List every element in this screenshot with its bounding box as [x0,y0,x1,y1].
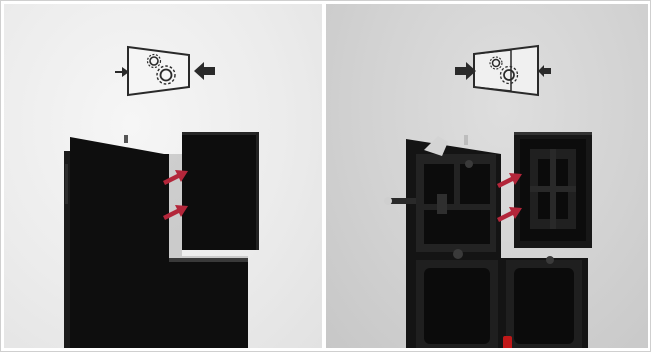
adjust-rear-maintenance-icon [455,46,551,95]
left-panel [4,4,322,348]
led-cabinet-rear-open [384,132,592,348]
right-panel [326,4,648,348]
right-scene [326,4,648,348]
led-cabinet-front [64,132,259,348]
adjust-front-maintenance-icon [115,47,215,95]
left-scene [4,4,322,348]
